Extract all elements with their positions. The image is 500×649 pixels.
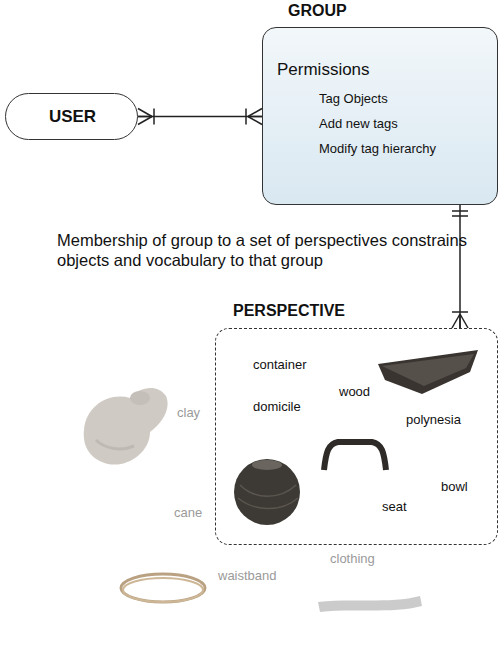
cane-ring — [121, 574, 205, 602]
tag-word: container — [253, 357, 306, 373]
tag-word: domicile — [253, 399, 301, 415]
note-text: Membership of group to a set of perspect… — [57, 231, 467, 271]
relationship-line — [452, 205, 468, 328]
tag-word: wood — [339, 384, 370, 400]
clay-pot — [234, 459, 300, 525]
tag-word: bowl — [441, 479, 468, 495]
clay-vessel — [84, 388, 168, 465]
tag-word-outside: waistband — [218, 568, 277, 584]
entity-pill: USER — [5, 93, 138, 140]
waistband — [318, 596, 422, 612]
tag-word: seat — [382, 499, 407, 515]
perspective-box: PERSPECTIVEcontainerwooddomicilepolynesi… — [215, 328, 498, 545]
entity-name: USER — [6, 107, 139, 127]
relationship-line — [138, 109, 262, 125]
entity-name: GROUP — [288, 1, 347, 20]
tag-word: polynesia — [406, 412, 461, 428]
section-heading: Permissions — [277, 60, 370, 80]
entity-name: PERSPECTIVE — [233, 301, 345, 320]
tag-word-outside: clay — [177, 405, 200, 421]
tag-word-outside: clothing — [330, 551, 375, 567]
permission-item: Modify tag hierarchy — [319, 141, 436, 157]
wooden-seat — [324, 442, 386, 470]
wooden-tray — [378, 350, 478, 394]
permission-item: Tag Objects — [319, 91, 388, 107]
entity-box: GROUPPermissionsTag ObjectsAdd new tagsM… — [262, 27, 498, 205]
permission-item: Add new tags — [319, 116, 398, 132]
tag-word-outside: cane — [174, 505, 202, 521]
